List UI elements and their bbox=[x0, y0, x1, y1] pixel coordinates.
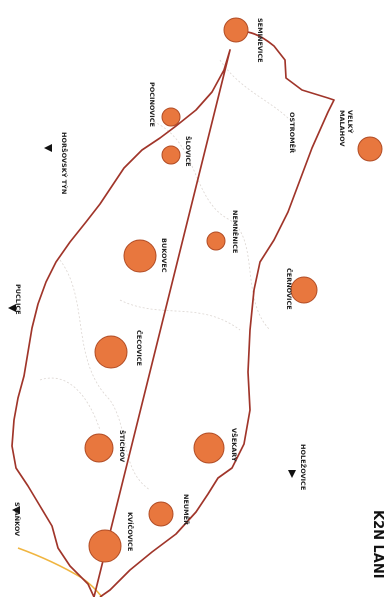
town-labels: HORŠOVSKÝ TÝN PUCLICE HOLEŽOVICE STAŇKOV bbox=[13, 132, 308, 536]
terrain-contours bbox=[39, 59, 291, 491]
village-marker-pocinovice[interactable] bbox=[161, 107, 181, 127]
village-marker-stichov[interactable] bbox=[84, 433, 114, 463]
label-horsovsky-tyn: HORŠOVSKÝ TÝN bbox=[60, 132, 69, 194]
village-marker-nemnenice[interactable] bbox=[206, 231, 226, 251]
village-marker-neumer[interactable] bbox=[148, 501, 174, 527]
label-cecovice: ČECOVICE bbox=[135, 330, 144, 366]
village-marker-vsekary[interactable] bbox=[193, 432, 225, 464]
village-marker-slovice[interactable] bbox=[161, 145, 181, 165]
label-velky-malahov-2: MALAHOV bbox=[338, 110, 346, 147]
region-boundary bbox=[11, 30, 335, 598]
label-stankov: STAŇKOV bbox=[13, 502, 22, 536]
label-cernovice: ČERNOVICE bbox=[285, 268, 294, 310]
triangle-marker-icon bbox=[288, 470, 296, 478]
road-line bbox=[17, 547, 103, 598]
label-neumer: NEUMĚŘ bbox=[182, 494, 191, 525]
label-vsekary: VŠEKARY bbox=[230, 428, 239, 462]
triangle-marker-icon bbox=[12, 506, 20, 514]
label-puclice: PUCLICE bbox=[14, 284, 22, 315]
village-marker-cecovice[interactable] bbox=[94, 335, 128, 369]
label-holezovice: HOLEŽOVICE bbox=[299, 444, 308, 490]
village-marker-velky-malahov[interactable] bbox=[357, 136, 383, 162]
label-pocinovice: POCINOVICE bbox=[148, 82, 156, 127]
label-ostromer: OSTROMĚŘ bbox=[288, 112, 297, 153]
village-labels: SEMINEVICE POCINOVICE ŠLOVICE VELKÝ MALA… bbox=[118, 18, 355, 551]
village-marker-bukovec[interactable] bbox=[123, 239, 157, 273]
village-marker-cernovice[interactable] bbox=[290, 276, 318, 304]
label-kvicovice: KVÍČOVICE bbox=[126, 512, 135, 551]
triangle-marker-icon bbox=[44, 144, 52, 152]
label-nemnenice: NEMNĚNICE bbox=[231, 210, 240, 253]
village-marker-seminevice[interactable] bbox=[223, 17, 249, 43]
label-stichov: ŠTICHOV bbox=[118, 430, 127, 462]
triangle-marker-icon bbox=[8, 304, 16, 312]
label-velky-malahov-1: VELKÝ bbox=[346, 110, 355, 134]
map-title: K2N LANI bbox=[370, 510, 385, 579]
label-slovice: ŠLOVICE bbox=[184, 136, 193, 167]
village-marker-kvicovice[interactable] bbox=[88, 529, 122, 563]
label-bukovec: BUKOVEC bbox=[160, 238, 168, 273]
village-markers bbox=[84, 17, 383, 563]
label-seminevice: SEMINEVICE bbox=[256, 18, 264, 63]
town-markers bbox=[8, 144, 296, 514]
